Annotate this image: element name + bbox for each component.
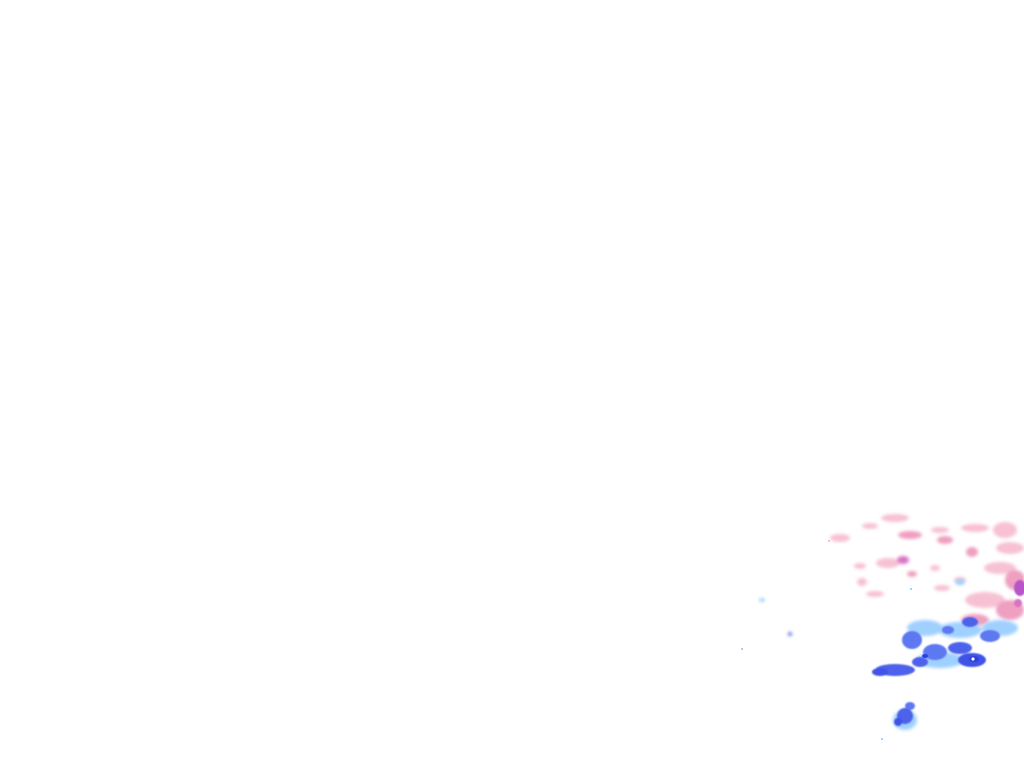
snow-cell <box>902 631 922 649</box>
snow-cell <box>912 657 928 667</box>
mix-cell <box>830 534 850 542</box>
snow-cell <box>894 718 902 726</box>
snow-core-cell <box>971 657 975 661</box>
snow-light-cell <box>788 632 792 636</box>
mix-cell <box>961 524 989 532</box>
snow-heavy-cell <box>922 654 928 658</box>
scattered-returns <box>741 540 912 740</box>
mixed-precip-area <box>830 514 1024 626</box>
mix-cell <box>857 578 867 586</box>
mix-cell <box>993 522 1017 538</box>
ice-area <box>1014 580 1024 607</box>
snow-cell <box>923 644 947 660</box>
mix-cell <box>854 563 866 569</box>
return-pixel <box>741 648 743 650</box>
mix-cell <box>862 523 878 529</box>
snow-cell <box>980 630 1000 642</box>
snow-light-cell <box>759 598 765 602</box>
snow-cell <box>872 668 888 676</box>
return-pixel <box>828 540 830 542</box>
heavy-snow-area <box>922 654 979 662</box>
mix-cell <box>907 571 917 577</box>
ice-cell <box>1014 580 1024 596</box>
mix-cell <box>898 531 922 539</box>
mix-cell <box>965 592 1005 608</box>
mix-cell <box>984 562 1016 574</box>
snow-cell <box>905 702 915 710</box>
return-pixel <box>910 588 912 590</box>
mix-cell <box>934 585 950 591</box>
mix-cell <box>937 536 953 544</box>
snow-area <box>872 617 1000 726</box>
snow-cell <box>942 626 954 634</box>
snow-cell <box>948 642 972 654</box>
snow-light-cell <box>955 579 965 585</box>
mix-cell <box>966 547 978 557</box>
mix-cell <box>897 556 909 564</box>
mix-cell <box>996 542 1024 554</box>
return-pixel <box>881 738 883 740</box>
snow-cell <box>962 617 978 627</box>
mix-cell <box>930 565 940 571</box>
mix-cell <box>876 558 900 568</box>
mix-cell <box>881 514 909 522</box>
mix-cell <box>931 527 949 533</box>
ice-cell <box>1014 599 1022 607</box>
mix-cell <box>866 591 884 597</box>
